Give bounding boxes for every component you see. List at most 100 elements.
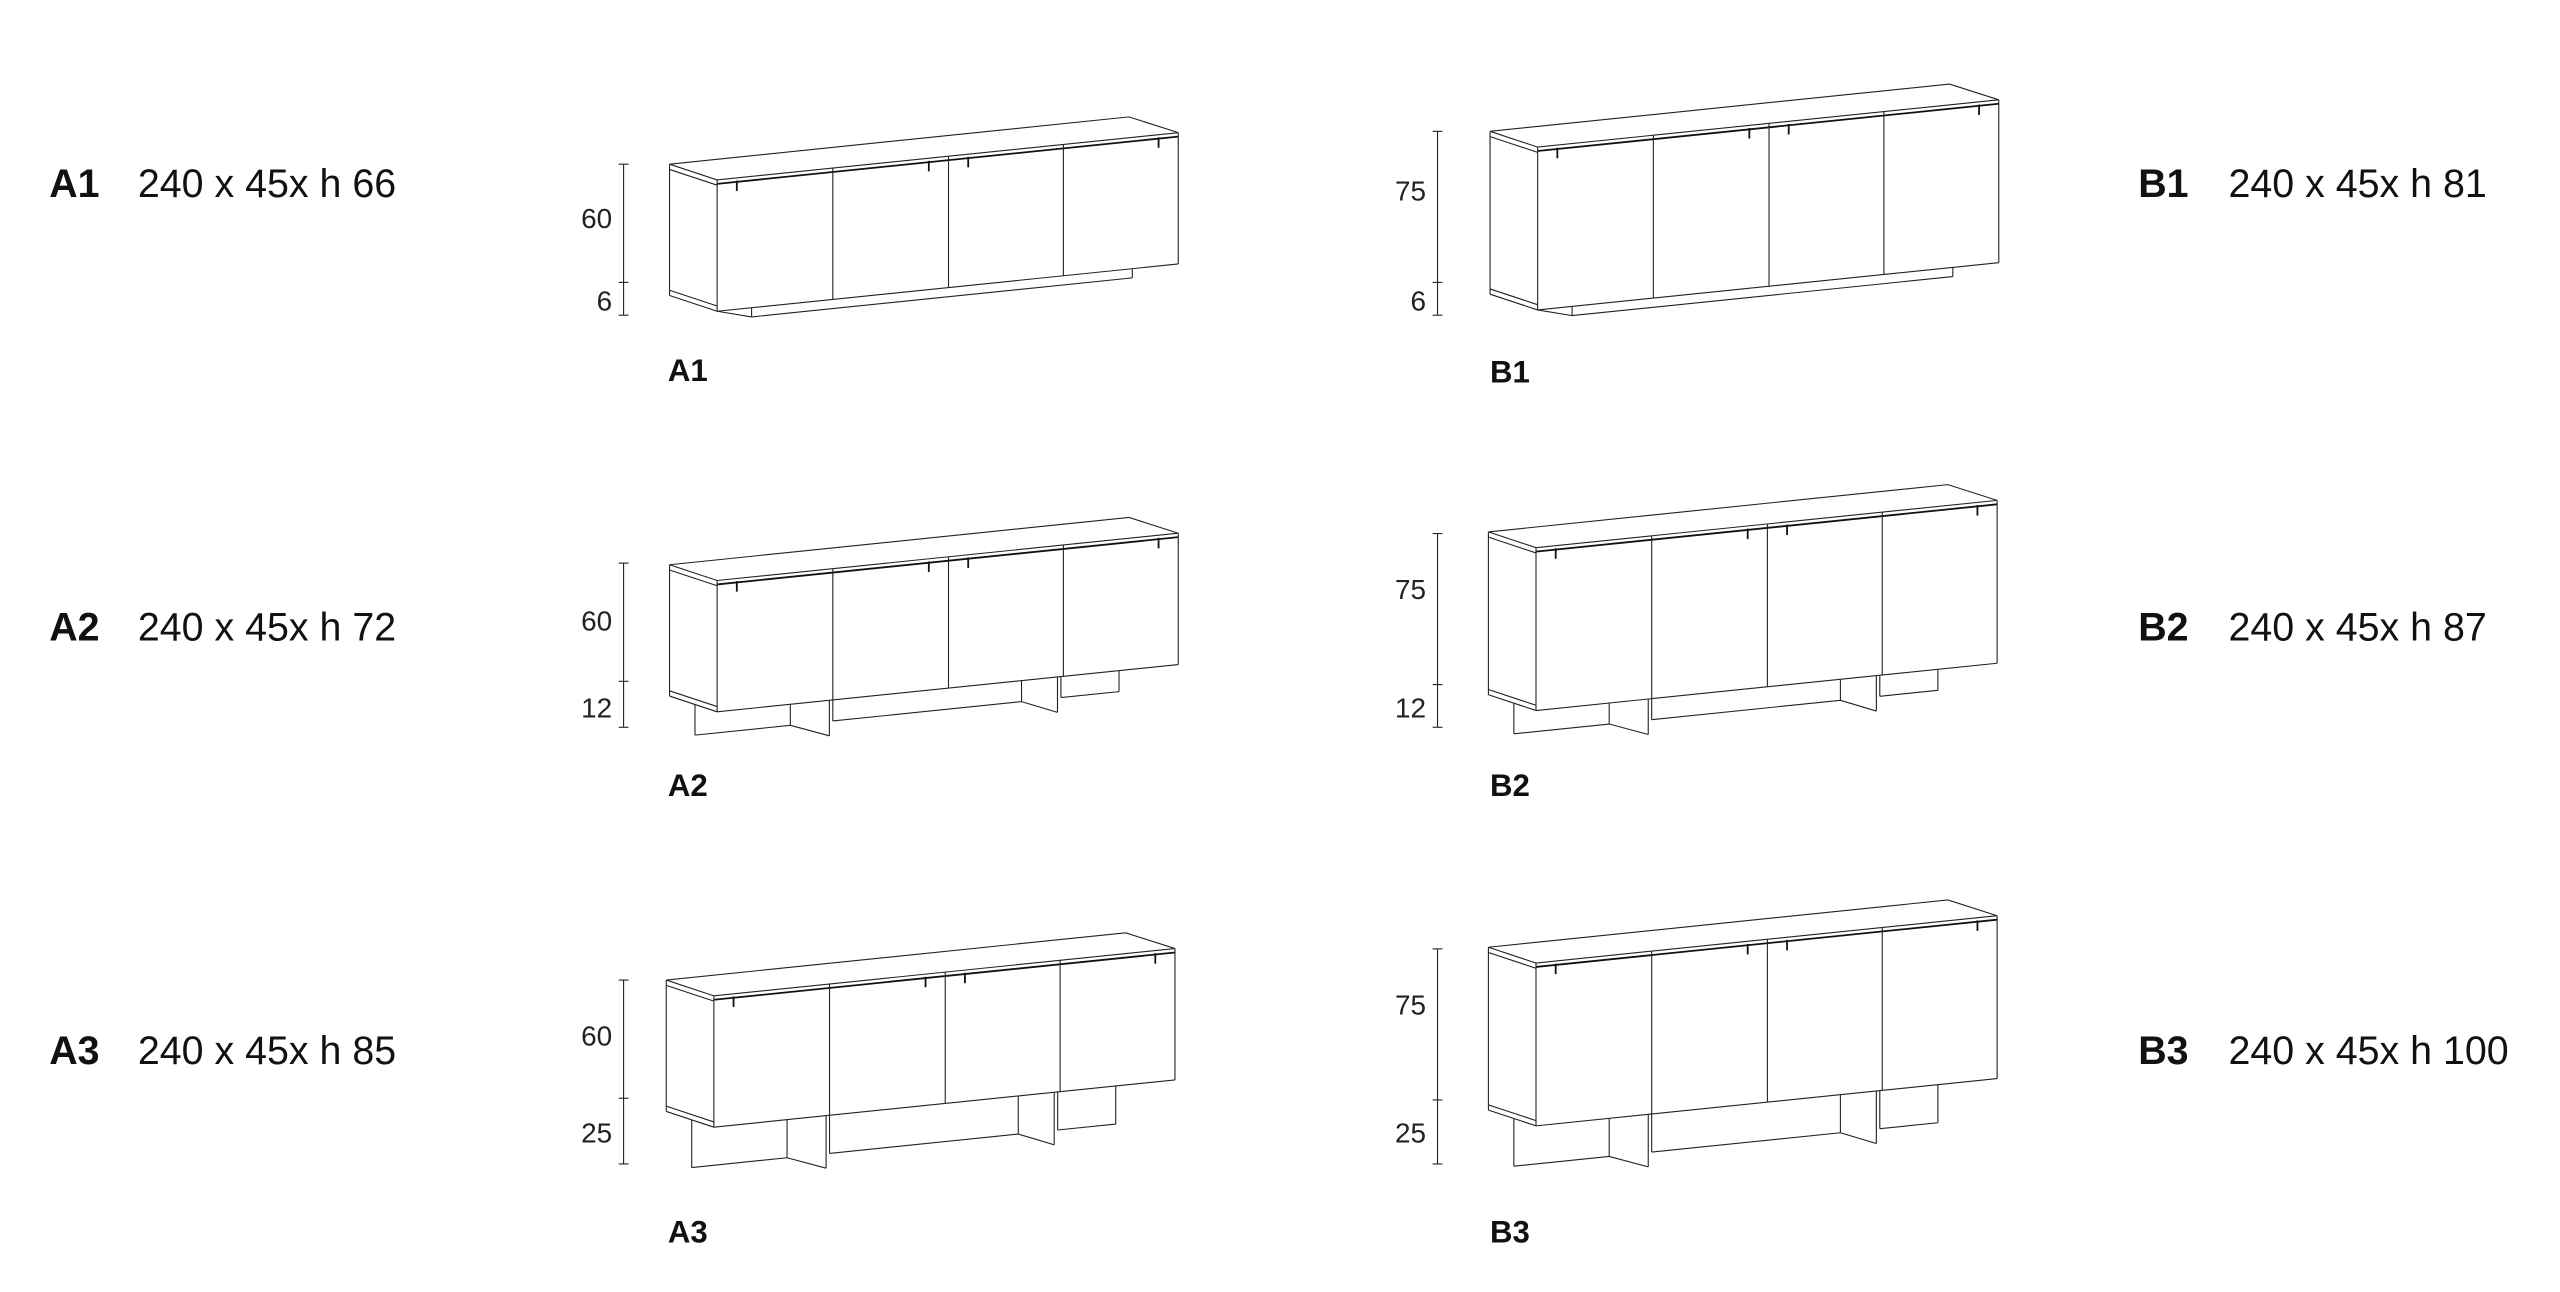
top-surface [1488,900,1997,963]
top-surface [670,517,1179,580]
plinth-corner [1538,310,1572,316]
variant-dims-b1: 240 x 45x h 81 [2229,162,2487,206]
top-surface [666,933,1175,996]
leg-fin-left [1609,1156,1648,1166]
side-top-inset [1488,537,1536,553]
leg-fin-right [1022,702,1058,713]
variant-dims-a3: 240 x 45x h 85 [138,1029,396,1073]
leg-bottom-center [1652,1133,1841,1152]
dimension-line-b2 [1433,534,1443,728]
base-dim-a1: 6 [597,285,613,316]
sideboard-drawing-a1 [670,117,1179,317]
top-surface [670,117,1179,180]
base-dim-b2: 12 [1395,692,1426,723]
sideboard-drawing-a2 [670,517,1179,735]
top-surface [1490,84,1999,147]
leg-fin-right [1018,1134,1054,1145]
cabinet-dim-a1: 60 [581,203,612,234]
variant-dims-a1: 240 x 45x h 66 [138,162,396,206]
front-bottom-edge [714,1080,1175,1127]
cabinet-dim-a2: 60 [581,605,612,636]
drawing-label-a3: A3 [668,1215,708,1250]
drawing-label-a2: A2 [668,768,708,803]
plinth-corner [717,311,751,317]
plinth-bottom-edge [752,278,1133,317]
top-edge-line [714,953,1175,1000]
drawing-label-b3: B3 [1490,1215,1530,1250]
leg-fin-left [1609,724,1648,734]
dimension-line-b3 [1433,949,1443,1164]
variant-code-b2: B2 [2138,605,2188,649]
variant-dims-b2: 240 x 45x h 87 [2229,605,2487,649]
variant-dims-a2: 240 x 45x h 72 [138,605,396,649]
leg-fin-left [787,1158,826,1168]
front-bottom-edge [1536,663,1997,710]
top-surface [1488,485,1997,548]
side-top-inset [666,985,714,1001]
side-top-inset [1488,953,1536,969]
top-edge-line [1536,920,1997,967]
side-bottom-inset [670,691,718,707]
base-dim-a3: 25 [581,1118,612,1149]
cabinet-dim-b2: 75 [1395,574,1426,605]
sideboard-drawing-a3 [666,933,1175,1168]
sideboard-drawing-b2 [1488,485,1997,735]
cabinet-dim-b1: 75 [1395,175,1426,206]
front-bottom-edge [1536,1079,1997,1126]
drawing-label-b1: B1 [1490,355,1530,390]
side-bottom-edge [670,696,718,712]
variant-code-b3: B3 [2138,1029,2188,1073]
top-edge-line [717,137,1178,184]
side-bottom-edge [666,1111,714,1127]
top-edge-line [1538,104,1999,151]
sideboard-drawings [619,84,1999,1168]
top-edge-line [717,537,1178,584]
leg-bottom-center [833,702,1022,721]
dimension-line-a3 [619,980,629,1164]
side-bottom-edge [670,296,718,312]
side-bottom-inset [666,1106,714,1122]
leg-bottom-right [1880,1123,1938,1129]
leg-fin-right [1840,1133,1876,1144]
leg-bottom-left [695,725,790,735]
cabinet-dim-a3: 60 [581,1021,612,1052]
leg-bottom-left [1514,1156,1609,1166]
drawing-label-a1: A1 [668,353,708,388]
cabinet-dim-b3: 75 [1395,990,1426,1021]
side-bottom-inset [1488,1105,1536,1121]
side-bottom-inset [1488,690,1536,706]
variant-code-a2: A2 [49,605,99,649]
leg-bottom-center [1652,700,1841,719]
top-edge-line [1536,504,1997,551]
variant-dims-b3: 240 x 45x h 100 [2229,1029,2509,1073]
sideboard-drawing-b1 [1490,84,1999,316]
base-dim-b1: 6 [1411,285,1427,316]
front-bottom-edge [717,665,1178,712]
leg-fin-left [790,725,829,735]
side-bottom-inset [670,290,718,306]
leg-bottom-right [1880,690,1938,696]
front-bottom-edge [717,264,1178,311]
side-bottom-edge [1488,1110,1536,1126]
leg-bottom-right [1058,1124,1116,1130]
side-top-inset [670,169,718,185]
leg-bottom-right [1061,692,1119,698]
variant-code-a1: A1 [49,162,99,206]
drawing-label-b2: B2 [1490,768,1530,803]
variant-code-b1: B1 [2138,162,2188,206]
variant-code-a3: A3 [49,1029,99,1073]
dimension-line-b1 [1433,131,1443,315]
leg-bottom-center [830,1134,1019,1153]
leg-fin-right [1840,700,1876,711]
plinth-bottom-edge [1572,277,1953,316]
side-bottom-inset [1490,289,1538,305]
base-dim-a2: 12 [581,692,612,723]
dimension-line-a1 [619,164,629,315]
leg-bottom-left [692,1158,787,1168]
dimension-line-a2 [619,563,629,727]
side-bottom-edge [1488,695,1536,711]
front-bottom-edge [1538,263,1999,310]
leg-bottom-left [1514,724,1609,734]
side-top-inset [1490,137,1538,153]
